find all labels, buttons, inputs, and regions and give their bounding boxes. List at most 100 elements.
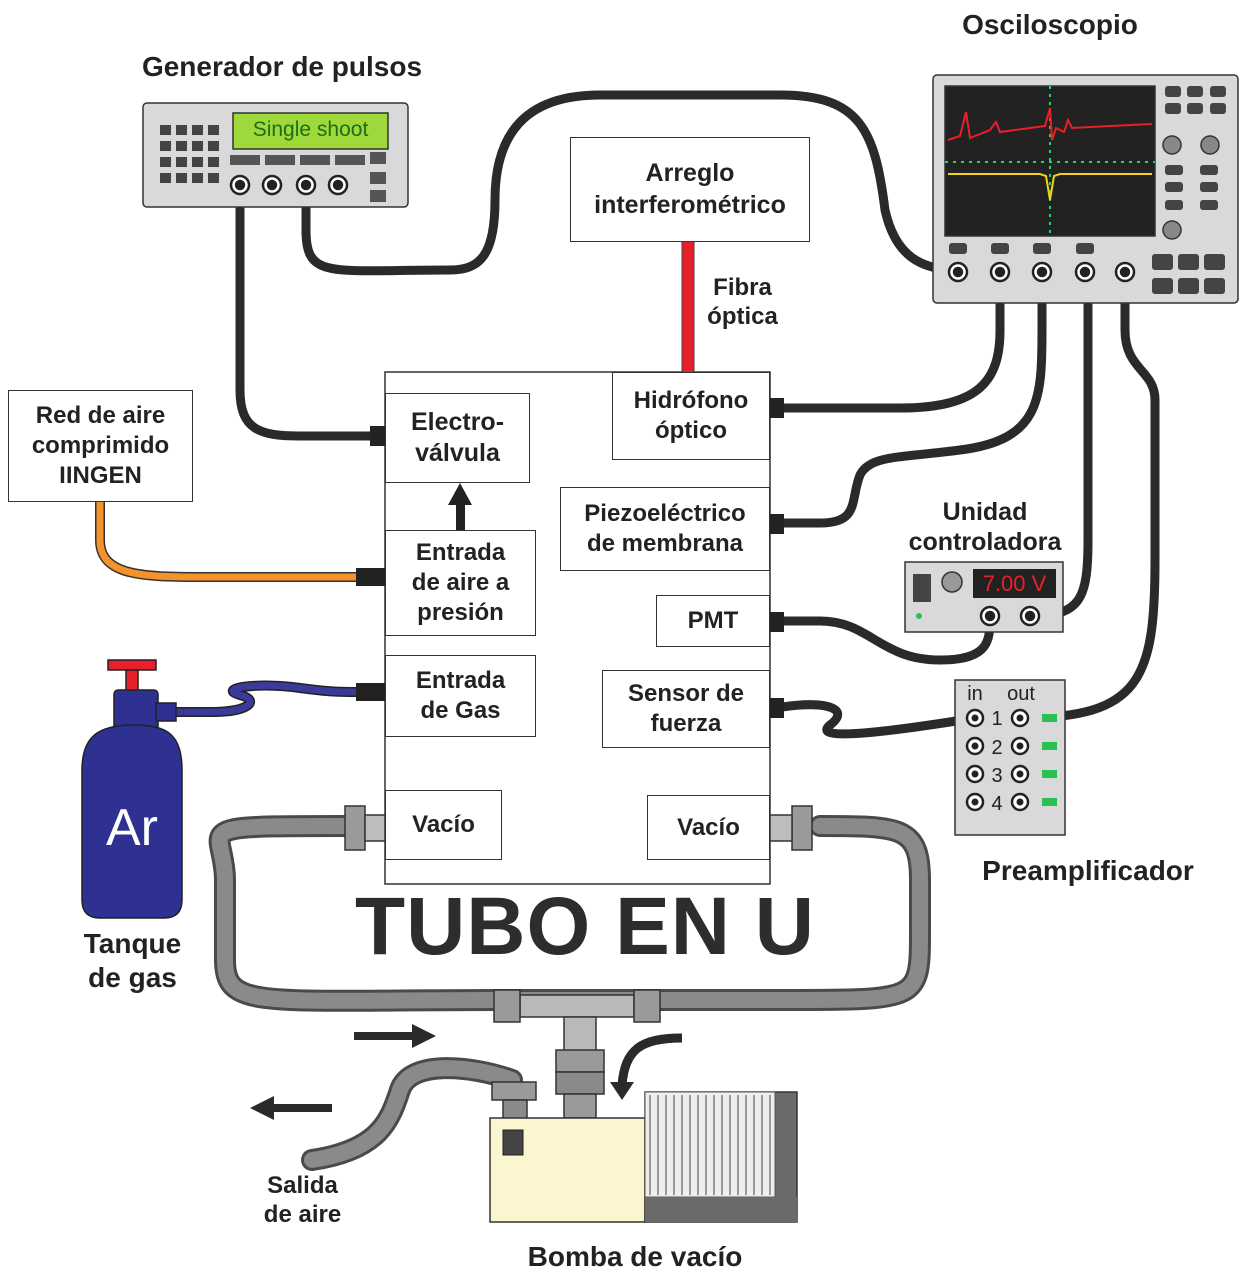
port-connectors bbox=[356, 398, 784, 718]
keypad-key bbox=[208, 141, 219, 151]
scope-button bbox=[1187, 103, 1203, 114]
generator-buttons bbox=[230, 152, 386, 202]
pmt-label: PMT bbox=[687, 607, 739, 634]
scope-button bbox=[1076, 243, 1094, 254]
keypad-key bbox=[208, 157, 219, 167]
preamp-channel-2: 2 bbox=[991, 737, 1003, 759]
preamp-jack-pin bbox=[1016, 714, 1024, 722]
preamp-title: Preamplificador bbox=[982, 855, 1194, 886]
hydrophone-line1: Hidrófono bbox=[633, 387, 749, 414]
scope-button bbox=[1165, 182, 1183, 192]
vacuum-pump-title: Bomba de vacío bbox=[527, 1241, 743, 1272]
preamp-channel-1: 1 bbox=[991, 708, 1003, 730]
generator-keypad bbox=[160, 125, 219, 183]
scope-button bbox=[1152, 278, 1173, 294]
preamp-led bbox=[1042, 742, 1057, 750]
air-inlet-line3: presión bbox=[417, 599, 504, 626]
port-optical-hydrophone: Hidrófono óptico bbox=[612, 372, 770, 460]
port-pmt: PMT bbox=[656, 595, 770, 647]
preamp-channel-4: 4 bbox=[991, 793, 1003, 815]
keypad-key bbox=[208, 173, 219, 183]
scope-button bbox=[1178, 278, 1199, 294]
gas-inlet-line1: Entrada bbox=[415, 667, 506, 694]
scope-button bbox=[1165, 165, 1183, 175]
air-hose bbox=[95, 497, 365, 582]
air-out-line1: Salida bbox=[267, 1172, 338, 1199]
preamp-jack-pin bbox=[1016, 742, 1024, 750]
scope-knob bbox=[1162, 135, 1182, 155]
scope-button bbox=[1165, 103, 1181, 114]
compressed-air-line1: Red de aire bbox=[35, 402, 166, 429]
compressed-air-line2: comprimido bbox=[31, 432, 170, 459]
scope-button bbox=[991, 243, 1009, 254]
generator-bnc bbox=[229, 174, 349, 196]
keypad-key bbox=[192, 173, 203, 183]
pump-cooling-fins bbox=[649, 1095, 771, 1195]
vacuum-flange-left bbox=[344, 805, 386, 851]
u-tube-title: TUBO EN U bbox=[355, 881, 815, 972]
preamp-led bbox=[1042, 798, 1057, 806]
port-vacuum-left: Vacío bbox=[385, 790, 502, 860]
fiber-optic-line bbox=[681, 233, 695, 385]
controller-title: Unidad controladora bbox=[890, 497, 1080, 557]
compressed-air-line3: IINGEN bbox=[59, 462, 142, 489]
air-out-label: Salida de aire bbox=[235, 1172, 370, 1230]
vacuum-flange-right bbox=[769, 805, 813, 851]
electrovalve-line2: válvula bbox=[415, 439, 500, 467]
air-inlet-arrow bbox=[448, 483, 472, 530]
scope-button bbox=[1165, 200, 1183, 210]
gas-tank-title-line1: Tanque bbox=[83, 928, 182, 959]
preamp-jack-pin bbox=[971, 798, 979, 806]
oscilloscope-title: Osciloscopio bbox=[962, 9, 1138, 40]
fiber-line1: Fibra bbox=[713, 274, 772, 301]
port-electrovalve: Electro-válvula bbox=[385, 393, 530, 483]
hydrophone-line2: óptico bbox=[654, 417, 727, 444]
scope-trace-yellow bbox=[948, 173, 1152, 201]
t-connector bbox=[493, 989, 661, 1119]
fiber-label: Fibra óptica bbox=[700, 274, 785, 332]
keypad-key bbox=[160, 157, 171, 167]
keypad-key bbox=[176, 157, 187, 167]
vacuum-right-label: Vacío bbox=[677, 813, 740, 841]
piezo-line1: Piezoeléctrico bbox=[584, 500, 746, 527]
gas-tank bbox=[81, 659, 183, 919]
piezo-line2: de membrana bbox=[586, 530, 744, 557]
scope-button bbox=[1200, 182, 1218, 192]
port-vacuum-right: Vacío bbox=[647, 795, 770, 860]
keypad-key bbox=[176, 125, 187, 135]
preamp-out-label: out bbox=[1007, 683, 1035, 705]
preamplifier-device bbox=[954, 679, 1066, 836]
preamp-led bbox=[1042, 770, 1057, 778]
preamp-led bbox=[1042, 714, 1057, 722]
scope-button bbox=[1178, 254, 1199, 270]
compressed-air-box: Red de aire comprimido IINGEN bbox=[8, 390, 193, 502]
preamp-jack-pin bbox=[971, 742, 979, 750]
keypad-key bbox=[176, 173, 187, 183]
air-inlet-line2: de aire a bbox=[411, 569, 510, 596]
scope-knob bbox=[1162, 220, 1182, 240]
vacuum-pump bbox=[489, 1081, 798, 1223]
scope-button bbox=[1204, 278, 1225, 294]
controller-title-line1: Unidad bbox=[942, 498, 1028, 526]
preamp-channel-3: 3 bbox=[991, 765, 1003, 787]
scope-button bbox=[1210, 86, 1226, 97]
keypad-key bbox=[160, 141, 171, 151]
keypad-key bbox=[192, 157, 203, 167]
controller-unit-device bbox=[904, 561, 1064, 633]
scope-knob bbox=[1200, 135, 1220, 155]
preamp-jack-pin bbox=[1016, 798, 1024, 806]
force-sensor-line2: fuerza bbox=[650, 710, 722, 737]
preamp-jack-pin bbox=[971, 770, 979, 778]
scope-button bbox=[949, 243, 967, 254]
oscilloscope-device bbox=[932, 74, 1239, 304]
gas-tank-title: Tanque de gas bbox=[55, 927, 210, 994]
preamp-jack-pin bbox=[971, 714, 979, 722]
controller-display: 7.00 V bbox=[982, 571, 1047, 596]
pulse-generator-device bbox=[142, 102, 409, 208]
fiber-line2: óptica bbox=[707, 302, 778, 330]
pulse-generator-title: Generador de pulsos bbox=[141, 51, 423, 82]
